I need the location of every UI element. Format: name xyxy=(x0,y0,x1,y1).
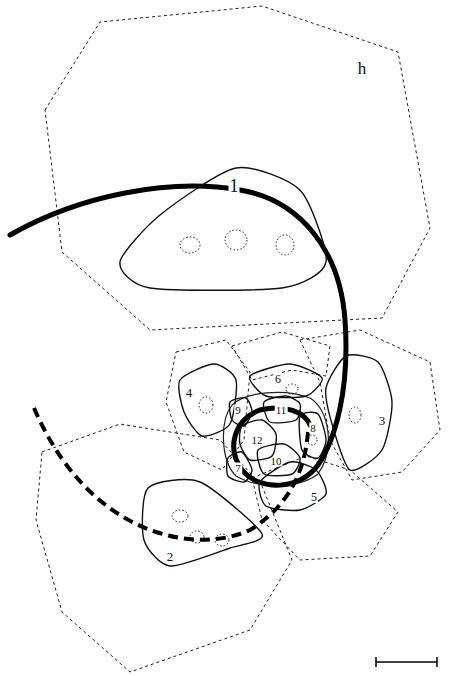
organ-outline xyxy=(179,364,237,436)
organ-outline xyxy=(117,165,329,291)
phyllotaxis-spiral xyxy=(10,186,346,485)
organ-label: h xyxy=(357,60,368,77)
callout-number: 3 xyxy=(378,414,387,427)
floral-organ: 7 xyxy=(225,449,255,485)
organ-outline xyxy=(250,364,323,398)
scale-bar xyxy=(376,657,437,667)
organ-outline xyxy=(240,420,277,461)
callout-number: 6 xyxy=(274,373,282,385)
callout-number: 11 xyxy=(275,405,288,416)
floral-organ: 9 xyxy=(227,395,255,429)
organ-outline xyxy=(326,355,392,470)
callout-number: 2 xyxy=(166,550,175,563)
organ-outline xyxy=(142,480,262,566)
organ-outline xyxy=(259,462,326,511)
callout-number: 9 xyxy=(234,405,242,416)
floral-organ: 6 xyxy=(247,361,325,399)
floral-organ: 2 xyxy=(141,479,265,569)
organ-outline xyxy=(177,361,239,439)
floral-organ: 11 xyxy=(261,393,303,425)
callout-number: 8 xyxy=(309,423,317,434)
bract-outline xyxy=(36,6,440,672)
organ-outline xyxy=(247,361,325,399)
organ-outline xyxy=(299,412,326,458)
floral-organ: 12 xyxy=(237,417,279,463)
floral-organ: 3 xyxy=(323,353,395,473)
floral-organ: 8 xyxy=(297,411,329,461)
organ-outline xyxy=(120,168,326,291)
callout-number: 1 xyxy=(229,177,240,195)
callout-number: 7 xyxy=(234,463,242,474)
floral-organ: 5 xyxy=(257,459,329,513)
organ-outline xyxy=(297,411,329,461)
organ-outline xyxy=(141,479,265,569)
organ-outline xyxy=(227,452,252,482)
dotted-oval xyxy=(172,230,361,546)
callout-number: 12 xyxy=(251,435,264,446)
callout-number: 4 xyxy=(185,386,194,399)
organ-outline xyxy=(264,396,301,423)
floral-organ: 1 xyxy=(117,165,329,291)
callout-number: 5 xyxy=(310,491,318,503)
organ-outline xyxy=(257,459,329,513)
floral-organ: 4 xyxy=(177,361,239,439)
phyllotaxis-spiral-dashed xyxy=(34,408,308,540)
